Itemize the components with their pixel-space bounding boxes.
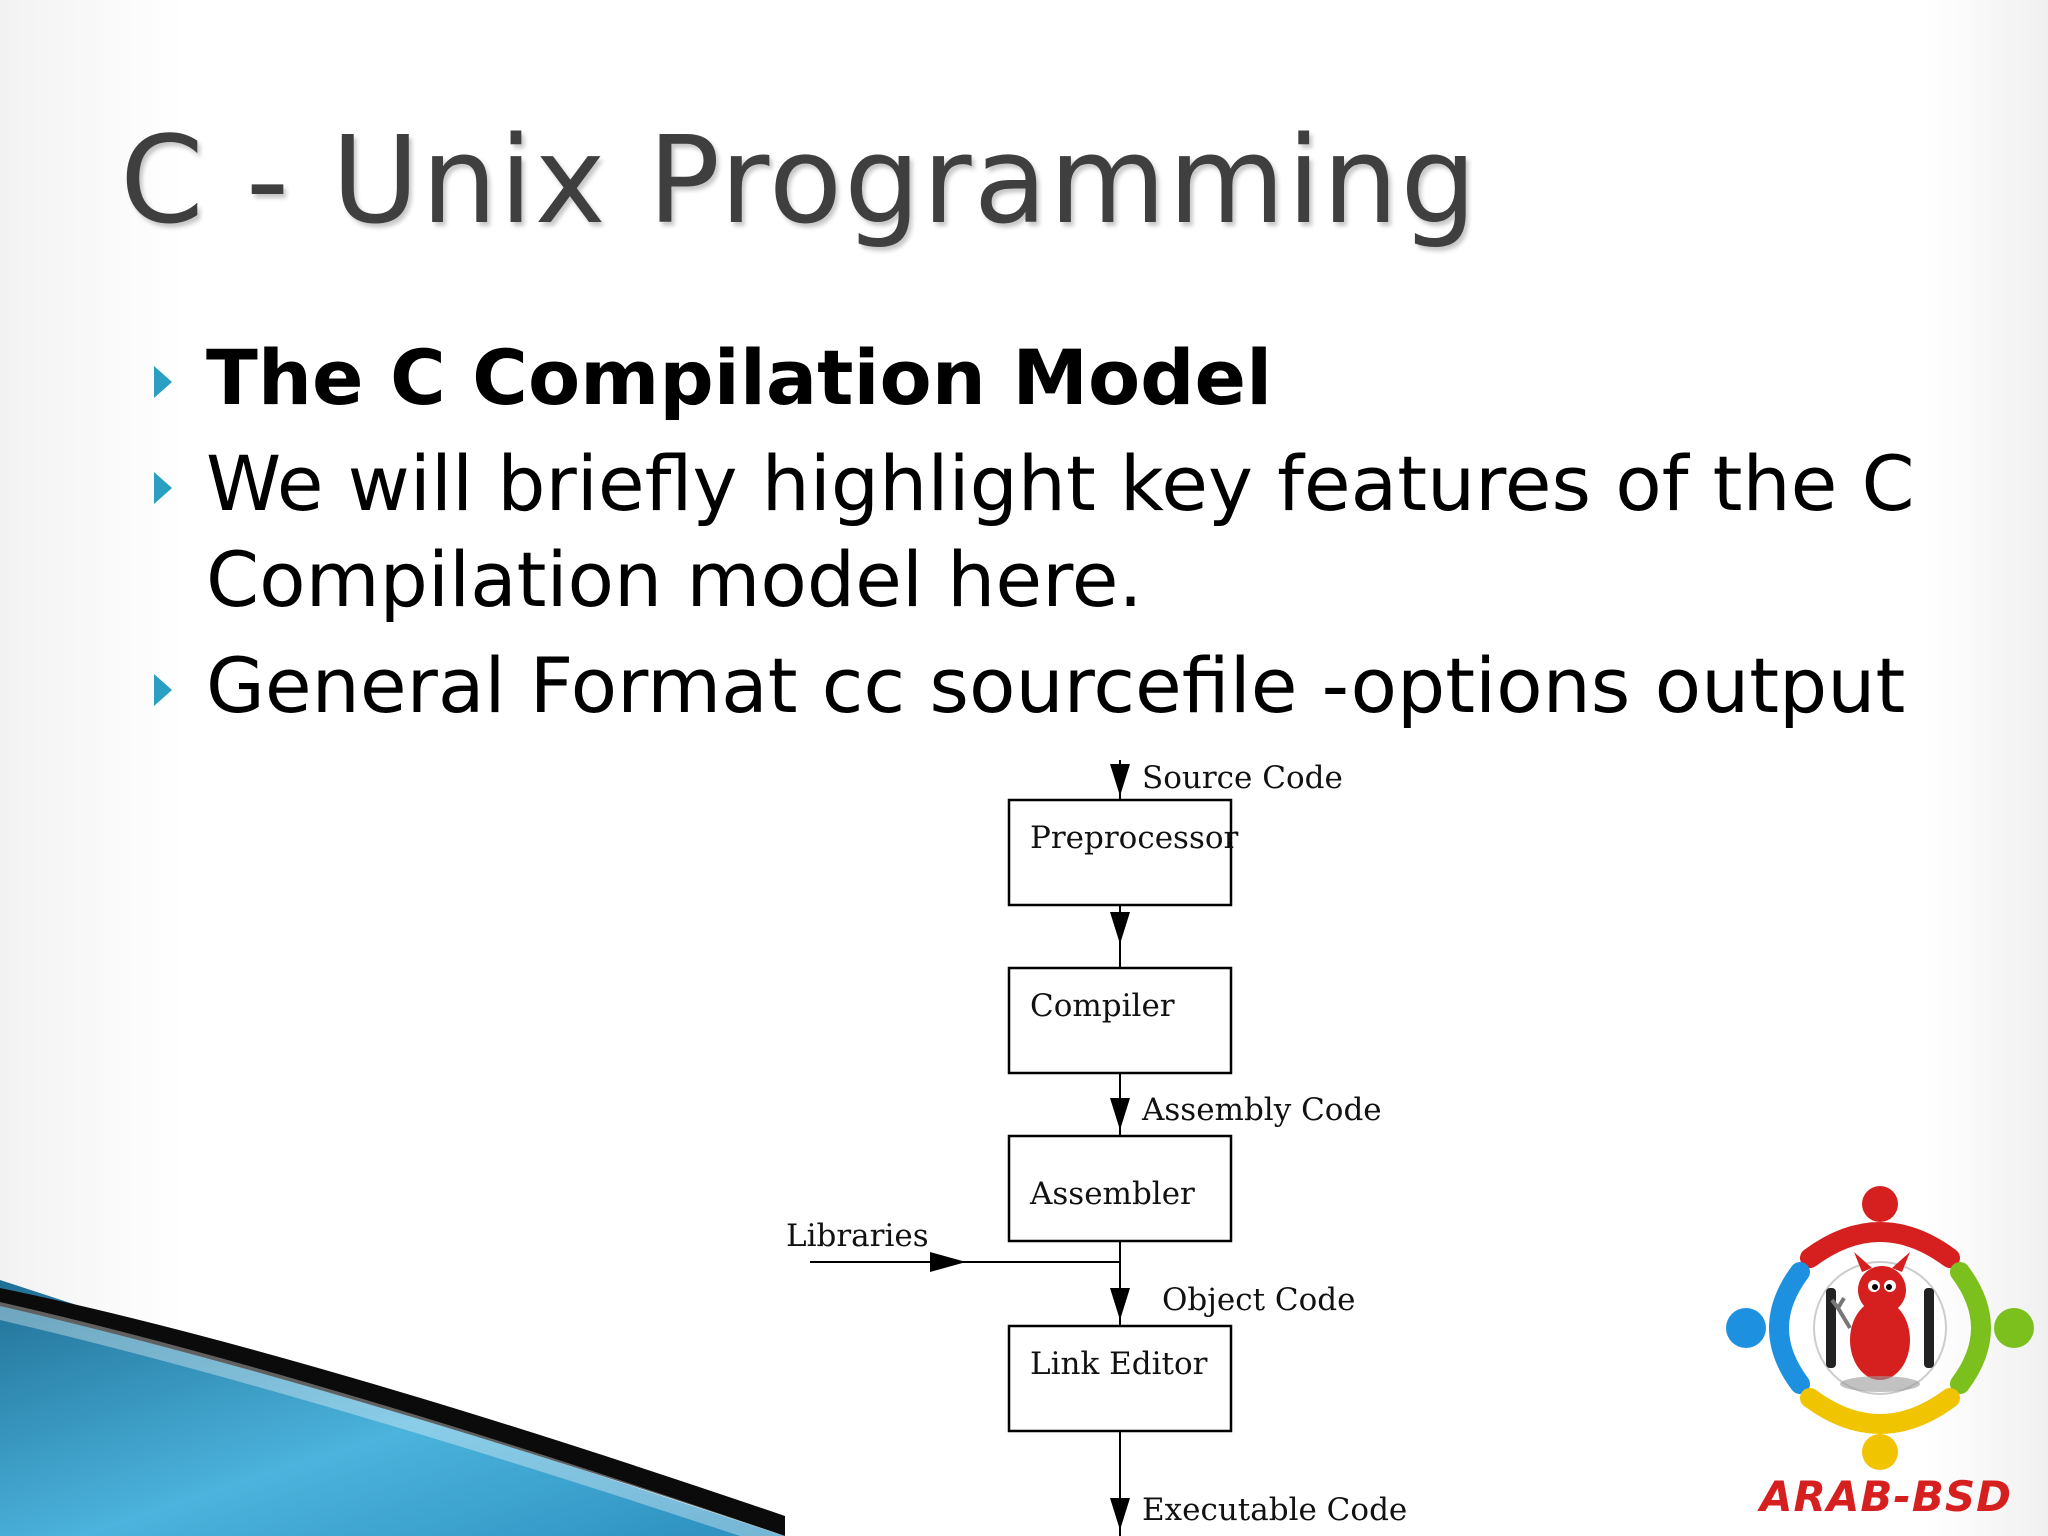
flow-label-source: Source Code (1142, 760, 1343, 796)
flow-label-libraries: Libraries (786, 1218, 929, 1254)
flow-arrow-icon (1110, 912, 1130, 944)
stage-label: Link Editor (1030, 1346, 1208, 1382)
logo-text: ARAB-BSD (1756, 1472, 2016, 1521)
flow-arrow-icon (1110, 1498, 1130, 1530)
flow-arrow-icon (1110, 1288, 1130, 1320)
stage-label: Assembler (1029, 1176, 1195, 1212)
arab-bsd-logo (1712, 1180, 2048, 1470)
flow-label-executable: Executable Code (1142, 1492, 1407, 1528)
flow-label-object: Object Code (1162, 1282, 1355, 1318)
stage-label: Preprocessor (1030, 820, 1239, 856)
stage-label: Compiler (1030, 988, 1175, 1024)
flow-label-assembly: Assembly Code (1141, 1092, 1382, 1128)
flow-arrow-icon (1110, 764, 1130, 796)
libraries-arrow-icon (930, 1252, 966, 1272)
flow-arrow-icon (1110, 1098, 1130, 1130)
